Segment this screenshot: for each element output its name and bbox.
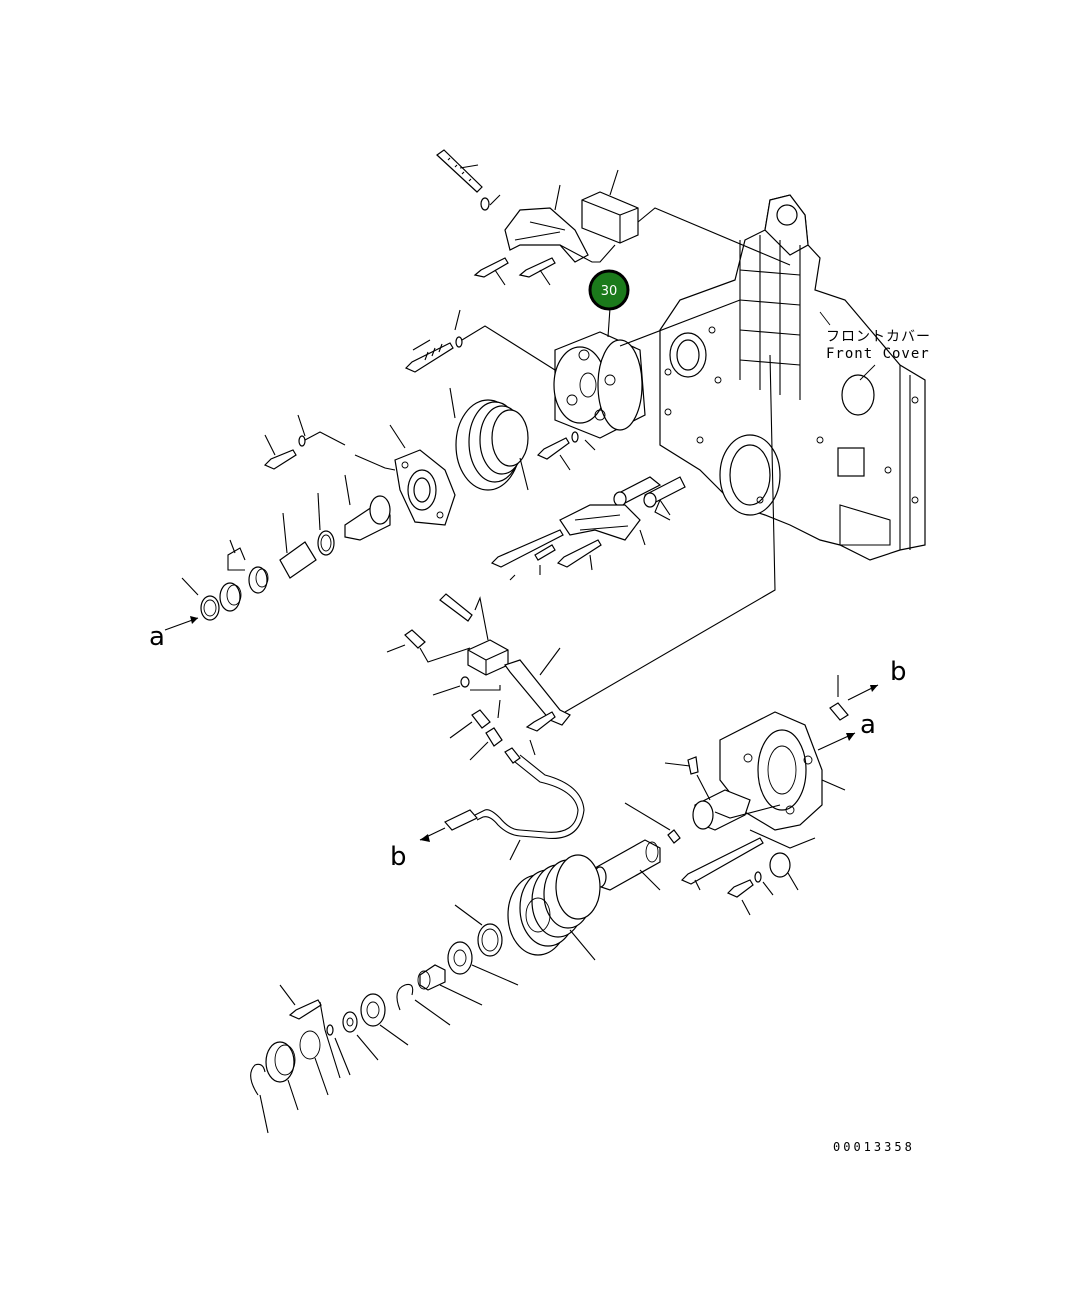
damper-bolt-group bbox=[404, 309, 596, 471]
front-cover-label: フロントカバー Front Cover bbox=[819, 311, 931, 381]
aux-housing-group: b a bbox=[624, 657, 907, 916]
tensioner-bracket-group bbox=[490, 476, 686, 581]
cover-leader-line bbox=[564, 354, 776, 713]
arrow-b-top-label: b bbox=[890, 657, 907, 687]
callout-30-number: 30 bbox=[601, 284, 618, 299]
hose-group: b bbox=[390, 747, 585, 872]
callout-30-circle bbox=[588, 269, 630, 311]
front-cover-housing bbox=[659, 194, 926, 561]
arrow-a-left-label: a bbox=[149, 622, 165, 652]
arrow-a-right-label: a bbox=[860, 710, 876, 740]
sensor-bracket-group bbox=[386, 593, 571, 761]
damper-pulley bbox=[553, 299, 741, 439]
drawing-number: 00013358 bbox=[833, 1140, 915, 1154]
front-cover-label-jp: フロントカバー bbox=[826, 329, 931, 345]
idler-row: a bbox=[149, 414, 456, 652]
top-bracket-group bbox=[436, 149, 791, 286]
arrow-b-bottom-label: b bbox=[390, 842, 407, 872]
lower-shaft-group bbox=[250, 839, 661, 1134]
upper-grooved-pulley bbox=[449, 387, 529, 491]
callout-30[interactable]: 30 bbox=[588, 269, 630, 311]
front-cover-label-en: Front Cover bbox=[826, 346, 930, 362]
